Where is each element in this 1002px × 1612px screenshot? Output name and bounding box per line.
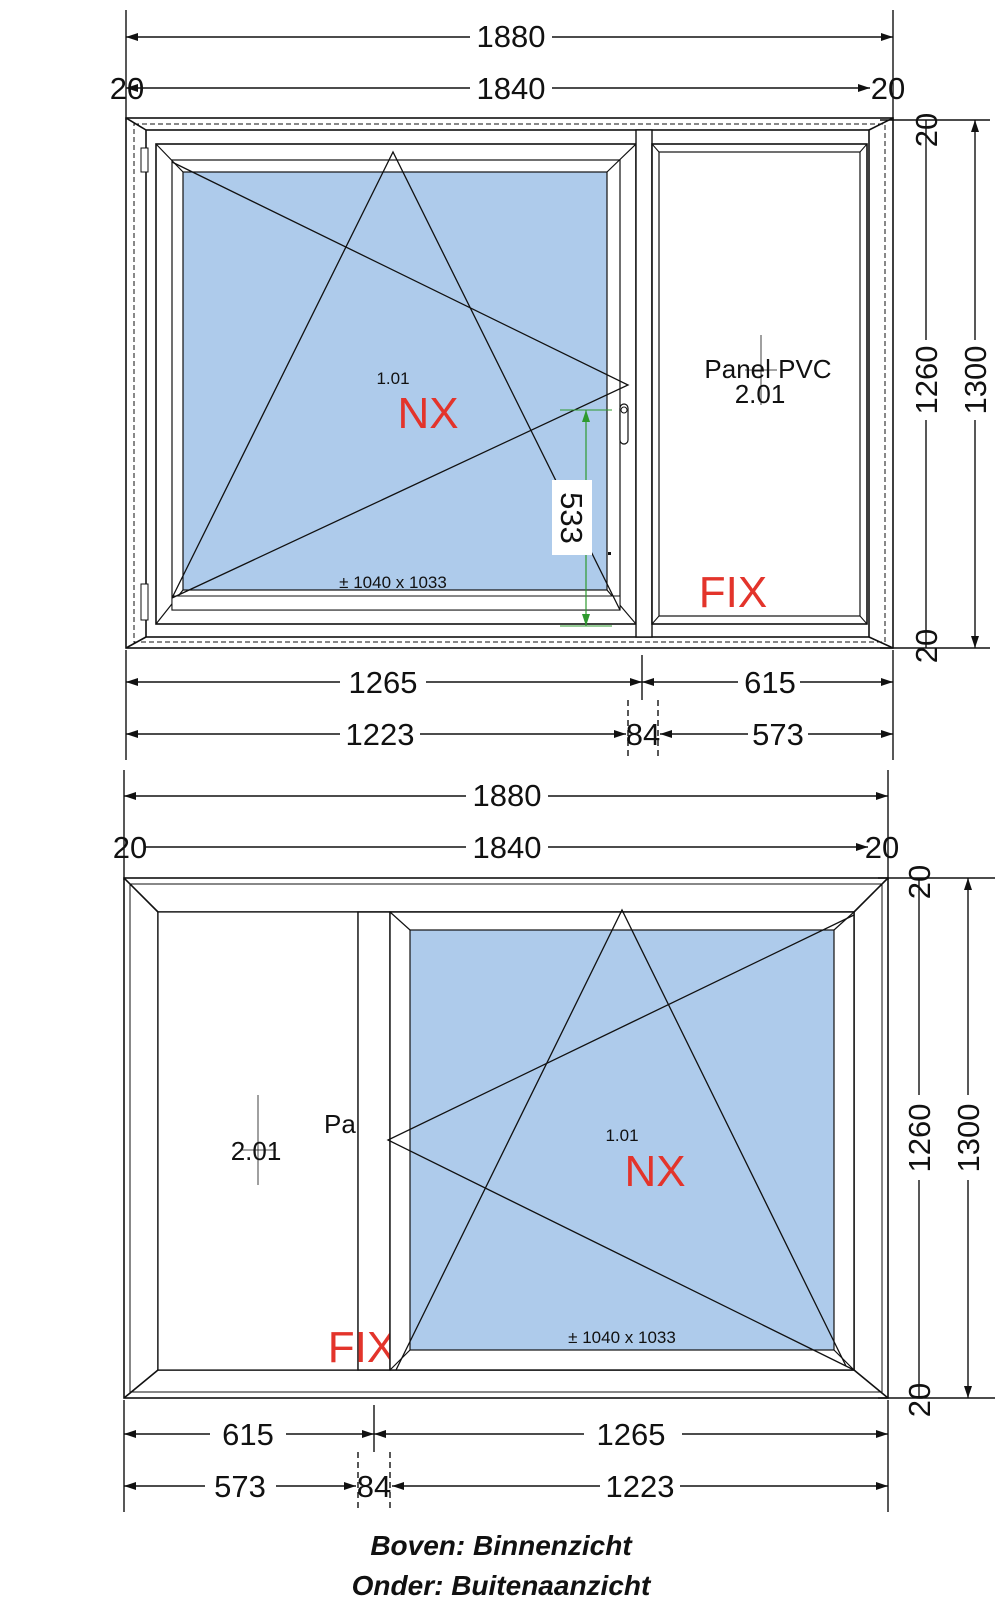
fixed-width-label: 615 (222, 1417, 274, 1452)
panel-label: Pa (324, 1109, 356, 1139)
glass-width-right-label: 573 (752, 717, 804, 752)
bottom-sash: 1.01 NX ± 1040 x 1033 (386, 908, 855, 1371)
height-top-label: 20 (909, 113, 944, 147)
handle-height-dim: 533 (552, 409, 612, 627)
fixed-width-label: 615 (744, 665, 796, 700)
bottom-dim-vertical: 20 1260 1300 20 (902, 865, 986, 1417)
bottom-dim-1880: 1880 (124, 778, 888, 813)
sash-type-label: NX (397, 389, 458, 438)
top-frame (125, 117, 894, 649)
top-view: 1880 20 1840 20 (110, 10, 993, 760)
side-left-label: 20 (113, 830, 147, 865)
caption-outside-view: Onder: Buitenaanzicht (351, 1570, 651, 1601)
height-top-label: 20 (902, 865, 937, 899)
hinge-icon (140, 147, 149, 173)
height-inner-label: 1260 (902, 1104, 937, 1173)
sash-width-label: 1265 (349, 665, 418, 700)
overall-width-label: 1880 (477, 19, 546, 54)
glass-width-right-label: 1223 (606, 1469, 675, 1504)
hinge-icon (140, 583, 149, 621)
sash-code: 1.01 (605, 1126, 638, 1145)
height-inner-label: 1260 (909, 346, 944, 415)
top-dim-1880: 1880 (126, 19, 893, 54)
height-bottom-label: 20 (909, 629, 944, 663)
tilt-symbol (171, 150, 621, 611)
top-dim-bottom: 1265 615 1223 84 573 (126, 665, 893, 752)
bottom-dim-bottom: 615 1265 573 84 1223 (124, 1417, 888, 1504)
handle-height-label: 533 (554, 492, 589, 544)
side-left-label: 20 (110, 71, 144, 106)
glass-size-label: ± 1040 x 1033 (568, 1328, 676, 1347)
turn-symbol (171, 161, 630, 599)
bottom-view: 1880 20 1840 20 2.01 Pa FIX (113, 770, 995, 1512)
height-overall-label: 1300 (958, 346, 993, 415)
turn-symbol (386, 914, 855, 1371)
glass-width-left-label: 1223 (346, 717, 415, 752)
inner-width-label: 1840 (473, 830, 542, 865)
sash-width-label: 1265 (597, 1417, 666, 1452)
panel-code: 2.01 (735, 379, 786, 409)
sash-code: 1.01 (376, 369, 409, 388)
overall-width-label: 1880 (473, 778, 542, 813)
panel-code: 2.01 (231, 1136, 282, 1166)
bottom-dim-1840: 20 1840 20 (113, 830, 899, 865)
tilt-symbol (395, 908, 847, 1371)
bottom-fixed-panel: 2.01 Pa FIX (157, 911, 396, 1372)
handle-icon (619, 403, 629, 445)
top-dim-1840: 20 1840 20 (110, 71, 905, 106)
inner-width-label: 1840 (477, 71, 546, 106)
top-glass (182, 171, 608, 591)
height-bottom-label: 20 (902, 1383, 937, 1417)
sash-type-label: NX (624, 1147, 685, 1196)
side-right-label: 20 (865, 830, 899, 865)
bottom-glass (409, 929, 835, 1351)
top-dim-vertical: 20 1260 1300 20 (909, 113, 993, 663)
mullion-label: 84 (357, 1469, 391, 1504)
panel-label: Panel PVC (704, 354, 831, 384)
glass-size-label: ± 1040 x 1033 (339, 573, 447, 592)
top-sash: 1.01 NX ± 1040 x 1033 533 (140, 143, 637, 627)
fixed-label: FIX (699, 568, 767, 617)
glass-width-left-label: 573 (214, 1469, 266, 1504)
side-right-label: 20 (871, 71, 905, 106)
caption-inside-view: Boven: Binnenzicht (370, 1530, 632, 1561)
mullion-label: 84 (626, 717, 660, 752)
fixed-label: FIX (328, 1323, 396, 1372)
height-overall-label: 1300 (951, 1104, 986, 1173)
top-fixed-panel: Panel PVC 2.01 FIX (635, 129, 868, 638)
